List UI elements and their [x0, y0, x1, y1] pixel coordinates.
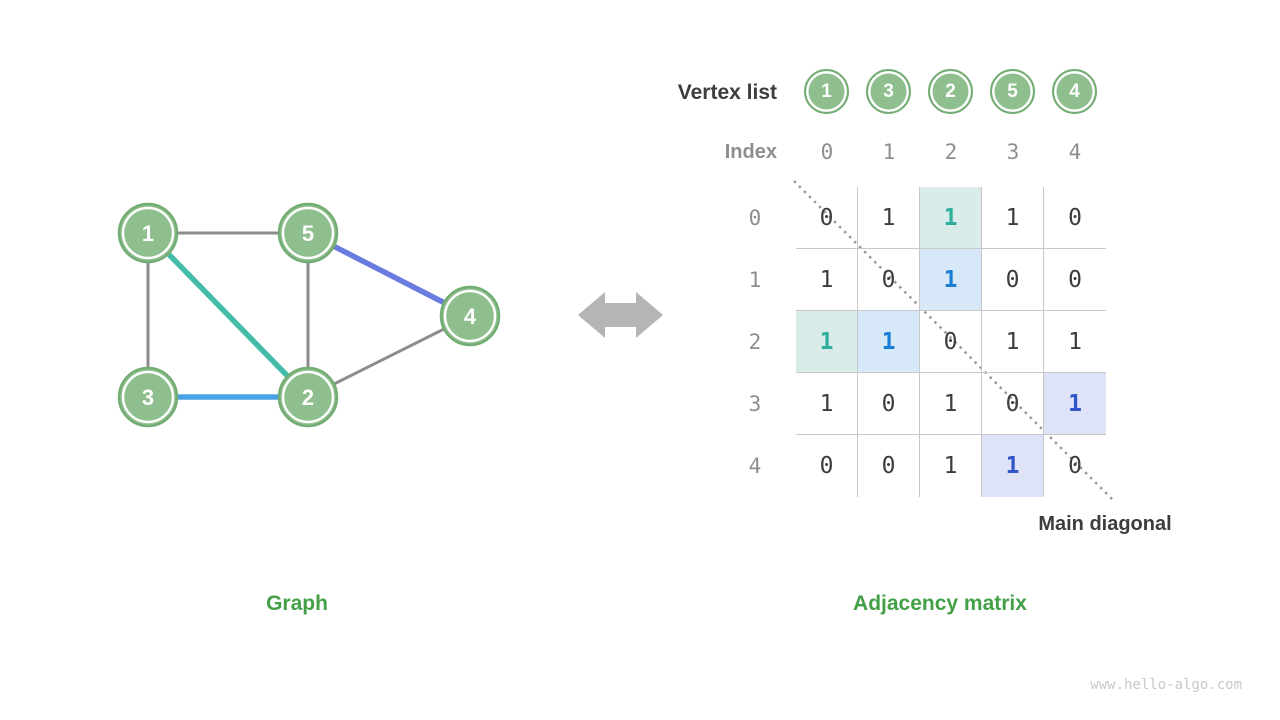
graph-edge-5-4: [306, 230, 472, 319]
main-diagonal-label: Main diagonal: [1038, 513, 1172, 535]
vertex-circle-2: 2: [928, 69, 973, 114]
bidirectional-arrow-icon: [578, 292, 663, 338]
graph-edge-2-4: [307, 314, 471, 399]
matrix-cell-3-0: 1: [796, 373, 858, 435]
matrix-cell-2-0: 1: [796, 311, 858, 373]
graph-nodes: 1 5 4 3 2: [117, 202, 501, 428]
index-value-4: 4: [1068, 140, 1082, 164]
matrix-cell-0-4: 0: [1044, 187, 1106, 249]
row-index-label-3: 3: [748, 392, 762, 416]
index-label: Index: [724, 141, 777, 163]
vertex-circle-3: 3: [866, 69, 911, 114]
graph-node-circle: [117, 366, 179, 428]
matrix-cell-4-2: 1: [920, 435, 982, 497]
row-index-label-2: 2: [748, 330, 762, 354]
graph-node-4: 4: [439, 285, 501, 347]
graph-edges: [146, 230, 472, 400]
graph-node-inner-ring: [443, 289, 497, 343]
graph-node-label: 4: [464, 304, 477, 329]
watermark: www.hello-algo.com: [1090, 677, 1242, 693]
vertex-circle-4: 4: [1052, 69, 1097, 114]
graph-node-inner-ring: [281, 370, 335, 424]
matrix-cell-4-0: 0: [796, 435, 858, 497]
graph-edge-1-2: [146, 231, 310, 399]
graph-node-inner-ring: [121, 370, 175, 424]
vertex-list-label: Vertex list: [677, 81, 777, 104]
matrix-cell-1-2: 1: [920, 249, 982, 311]
matrix-cell-3-3: 0: [982, 373, 1044, 435]
graph-node-inner-ring: [121, 206, 175, 260]
matrix-cell-2-3: 1: [982, 311, 1044, 373]
matrix-cell-3-1: 0: [858, 373, 920, 435]
matrix-cell-1-0: 1: [796, 249, 858, 311]
matrix-cell-2-2: 0: [920, 311, 982, 373]
matrix-cell-0-3: 1: [982, 187, 1044, 249]
graph-node-circle: [277, 202, 339, 264]
graph-node-1: 1: [117, 202, 179, 264]
matrix-cell-1-1: 0: [858, 249, 920, 311]
graph-node-label: 1: [142, 221, 154, 246]
graph-node-label: 3: [142, 385, 154, 410]
matrix-cell-3-4: 1: [1044, 373, 1106, 435]
row-index-label-1: 1: [748, 268, 762, 292]
index-value-3: 3: [1006, 140, 1020, 164]
matrix-cell-3-2: 1: [920, 373, 982, 435]
index-value-0: 0: [820, 140, 834, 164]
matrix-cell-2-1: 1: [858, 311, 920, 373]
row-index-label-4: 4: [748, 454, 762, 478]
matrix-cell-4-4: 0: [1068, 453, 1082, 479]
graph-node-circle: [117, 202, 179, 264]
row-index-label-0: 0: [748, 206, 762, 230]
matrix-cell-0-1: 1: [858, 187, 920, 249]
index-value-1: 1: [882, 140, 896, 164]
graph-node-5: 5: [277, 202, 339, 264]
matrix-cell-0-0: 0: [796, 187, 858, 249]
graph-node-label: 2: [302, 385, 314, 410]
graph-node-2: 2: [277, 366, 339, 428]
matrix-cell-1-3: 0: [982, 249, 1044, 311]
matrix-cell-1-4: 0: [1044, 249, 1106, 311]
graph-node-label: 5: [302, 221, 314, 246]
caption-adjacency-matrix: Adjacency matrix: [853, 592, 1027, 615]
matrix-cell-0-2: 1: [920, 187, 982, 249]
graph-node-inner-ring: [281, 206, 335, 260]
graph-node-3: 3: [117, 366, 179, 428]
matrix-cell-2-4: 1: [1044, 311, 1106, 373]
graph-node-circle: [277, 366, 339, 428]
index-value-2: 2: [944, 140, 958, 164]
caption-graph: Graph: [266, 592, 328, 615]
graph-node-circle: [439, 285, 501, 347]
matrix-cell-4-1: 0: [858, 435, 920, 497]
matrix-cell-4-3: 1: [982, 435, 1044, 497]
vertex-circle-1: 1: [804, 69, 849, 114]
vertex-circle-5: 5: [990, 69, 1035, 114]
